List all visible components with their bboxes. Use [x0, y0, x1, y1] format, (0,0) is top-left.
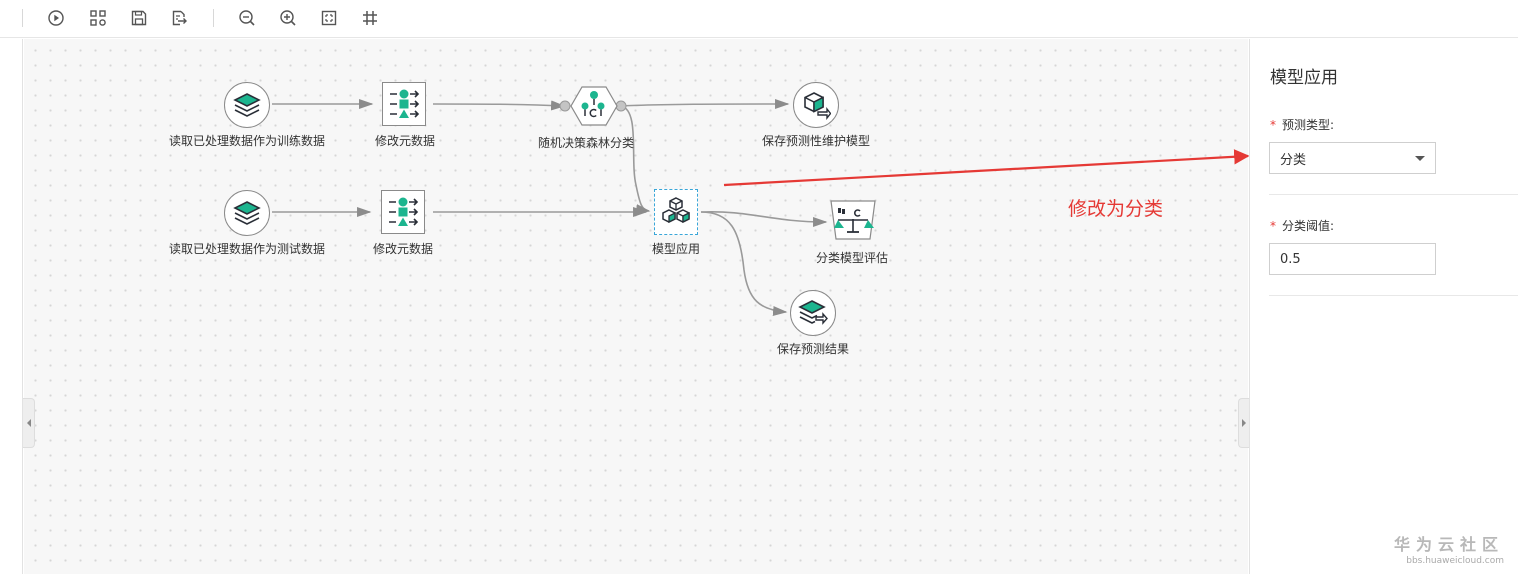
required-mark: *	[1270, 118, 1276, 132]
run-button[interactable]	[46, 8, 66, 28]
zoom-out-icon	[239, 10, 255, 26]
node-modify-meta-1[interactable]	[382, 82, 426, 126]
zoom-in-icon	[280, 10, 296, 26]
divider	[1269, 295, 1518, 296]
dataset-icon	[233, 201, 261, 225]
node-random-forest[interactable]	[570, 86, 618, 126]
fit-view-button[interactable]	[319, 8, 339, 28]
node-save-result-label: 保存预测结果	[776, 342, 850, 356]
fit-view-icon	[321, 10, 337, 26]
node-read-train[interactable]	[224, 82, 270, 128]
export-button[interactable]	[169, 8, 189, 28]
node-modify-meta-2[interactable]	[381, 190, 425, 234]
classification-eval-icon	[830, 200, 876, 240]
export-icon	[172, 10, 187, 26]
predict-type-select[interactable]: 分类	[1269, 142, 1436, 174]
watermark: 华为云社区 bbs.huaweicloud.com	[1394, 531, 1504, 566]
node-read-train-label: 读取已处理数据作为训练数据	[168, 134, 326, 148]
properties-panel: 模型应用 * 预测类型: 分类 * 分类阈值:	[1249, 39, 1518, 574]
toolbar	[0, 0, 1518, 38]
annotation-text: 修改为分类	[1068, 198, 1164, 220]
watermark-brand: 华为云社区	[1393, 535, 1504, 554]
required-mark: *	[1270, 219, 1276, 233]
grid-icon	[363, 11, 377, 25]
node-model-apply[interactable]	[654, 189, 698, 235]
save-model-icon	[804, 92, 831, 120]
left-gutter	[0, 39, 23, 574]
predict-type-value: 分类	[1280, 152, 1307, 168]
model-apply-icon	[662, 197, 690, 224]
threshold-label-text: 分类阈值:	[1282, 219, 1335, 233]
layout-icon	[90, 10, 106, 26]
node-modify-meta-1-label: 修改元数据	[374, 134, 436, 148]
node-classify-eval-label: 分类模型评估	[815, 251, 889, 265]
threshold-input[interactable]	[1269, 243, 1436, 275]
node-save-model-label: 保存预测性维护模型	[761, 134, 871, 148]
chevron-down-icon	[1415, 155, 1425, 161]
node-modify-meta-2-label: 修改元数据	[372, 242, 434, 256]
panel-title: 模型应用	[1270, 68, 1338, 88]
threshold-label: * 分类阈值:	[1270, 217, 1334, 234]
modify-metadata-icon	[389, 197, 419, 226]
node-read-test-label: 读取已处理数据作为测试数据	[168, 242, 326, 256]
grid-button[interactable]	[360, 8, 380, 28]
workflow-canvas[interactable]	[24, 39, 1248, 574]
zoom-in-button[interactable]	[278, 8, 298, 28]
divider	[1269, 194, 1518, 195]
save-result-icon	[798, 300, 828, 325]
modify-metadata-icon	[390, 89, 420, 118]
chevron-right-icon	[1242, 419, 1246, 427]
random-forest-icon	[570, 86, 618, 126]
chevron-left-icon	[26, 419, 31, 427]
dataset-icon	[233, 93, 261, 117]
save-button[interactable]	[129, 8, 149, 28]
toolbar-divider	[22, 9, 23, 27]
node-classify-eval[interactable]	[830, 200, 876, 240]
run-icon	[48, 10, 64, 26]
layout-button[interactable]	[88, 8, 108, 28]
node-save-model[interactable]	[793, 82, 839, 128]
collapse-left-handle[interactable]	[23, 398, 35, 448]
node-save-result[interactable]	[790, 290, 836, 336]
node-read-test[interactable]	[224, 190, 270, 236]
save-icon	[131, 10, 147, 26]
toolbar-divider	[213, 9, 214, 27]
zoom-out-button[interactable]	[237, 8, 257, 28]
collapse-right-handle[interactable]	[1238, 398, 1249, 448]
predict-type-label: * 预测类型:	[1270, 116, 1334, 133]
node-model-apply-label: 模型应用	[651, 242, 701, 256]
watermark-url: bbs.huaweicloud.com	[1406, 556, 1504, 566]
predict-type-label-text: 预测类型:	[1282, 118, 1335, 132]
node-random-forest-label: 随机决策森林分类	[537, 136, 635, 150]
